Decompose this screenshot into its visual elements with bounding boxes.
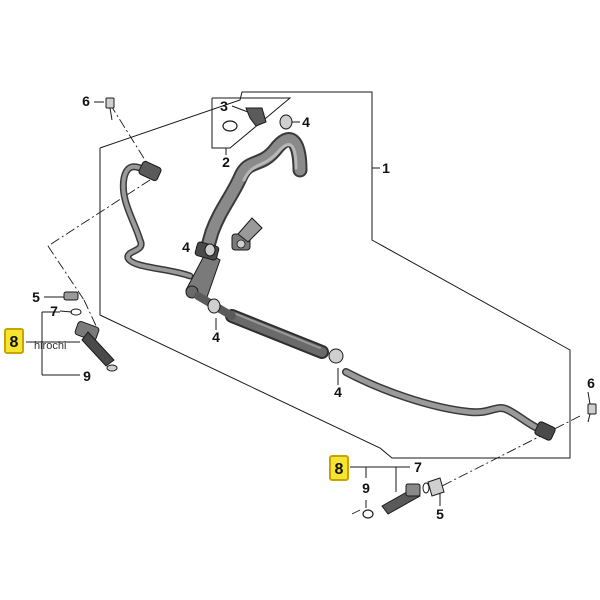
callout-8-right: 8: [329, 455, 349, 481]
callout-2: 2: [222, 154, 230, 170]
injector-left: [63, 291, 118, 372]
elbow-fitting: [222, 107, 267, 132]
assembly-outline: [99, 91, 571, 459]
callout-4-mid: 4: [182, 239, 190, 255]
valve: [231, 217, 263, 251]
callout-4-right: 4: [334, 384, 342, 400]
callout-7-right: 7: [414, 459, 422, 475]
callout-8-left: 8: [4, 328, 24, 354]
callout-6-right: 6: [587, 375, 595, 391]
callout-1: 1: [382, 160, 390, 176]
watermark-text: hirochi: [34, 340, 67, 352]
callout-3: 3: [220, 98, 228, 114]
callout-5-left: 5: [32, 289, 40, 305]
callout-7-left: 7: [50, 303, 58, 319]
callout-4-low: 4: [212, 329, 220, 345]
bolts: [105, 97, 597, 423]
callout-9-left: 9: [83, 368, 91, 384]
injector-right: [362, 477, 445, 519]
callout-5-right: 5: [436, 506, 444, 522]
right-fuel-line: [342, 368, 550, 436]
leader-lines: [26, 101, 591, 508]
callout-4-top: 4: [302, 114, 310, 130]
subkit-outline: [211, 97, 292, 149]
callout-9-right: 9: [362, 480, 370, 496]
assembly-axis-lines: [47, 103, 581, 515]
clamps: [204, 114, 344, 364]
callout-6-left: 6: [82, 93, 90, 109]
